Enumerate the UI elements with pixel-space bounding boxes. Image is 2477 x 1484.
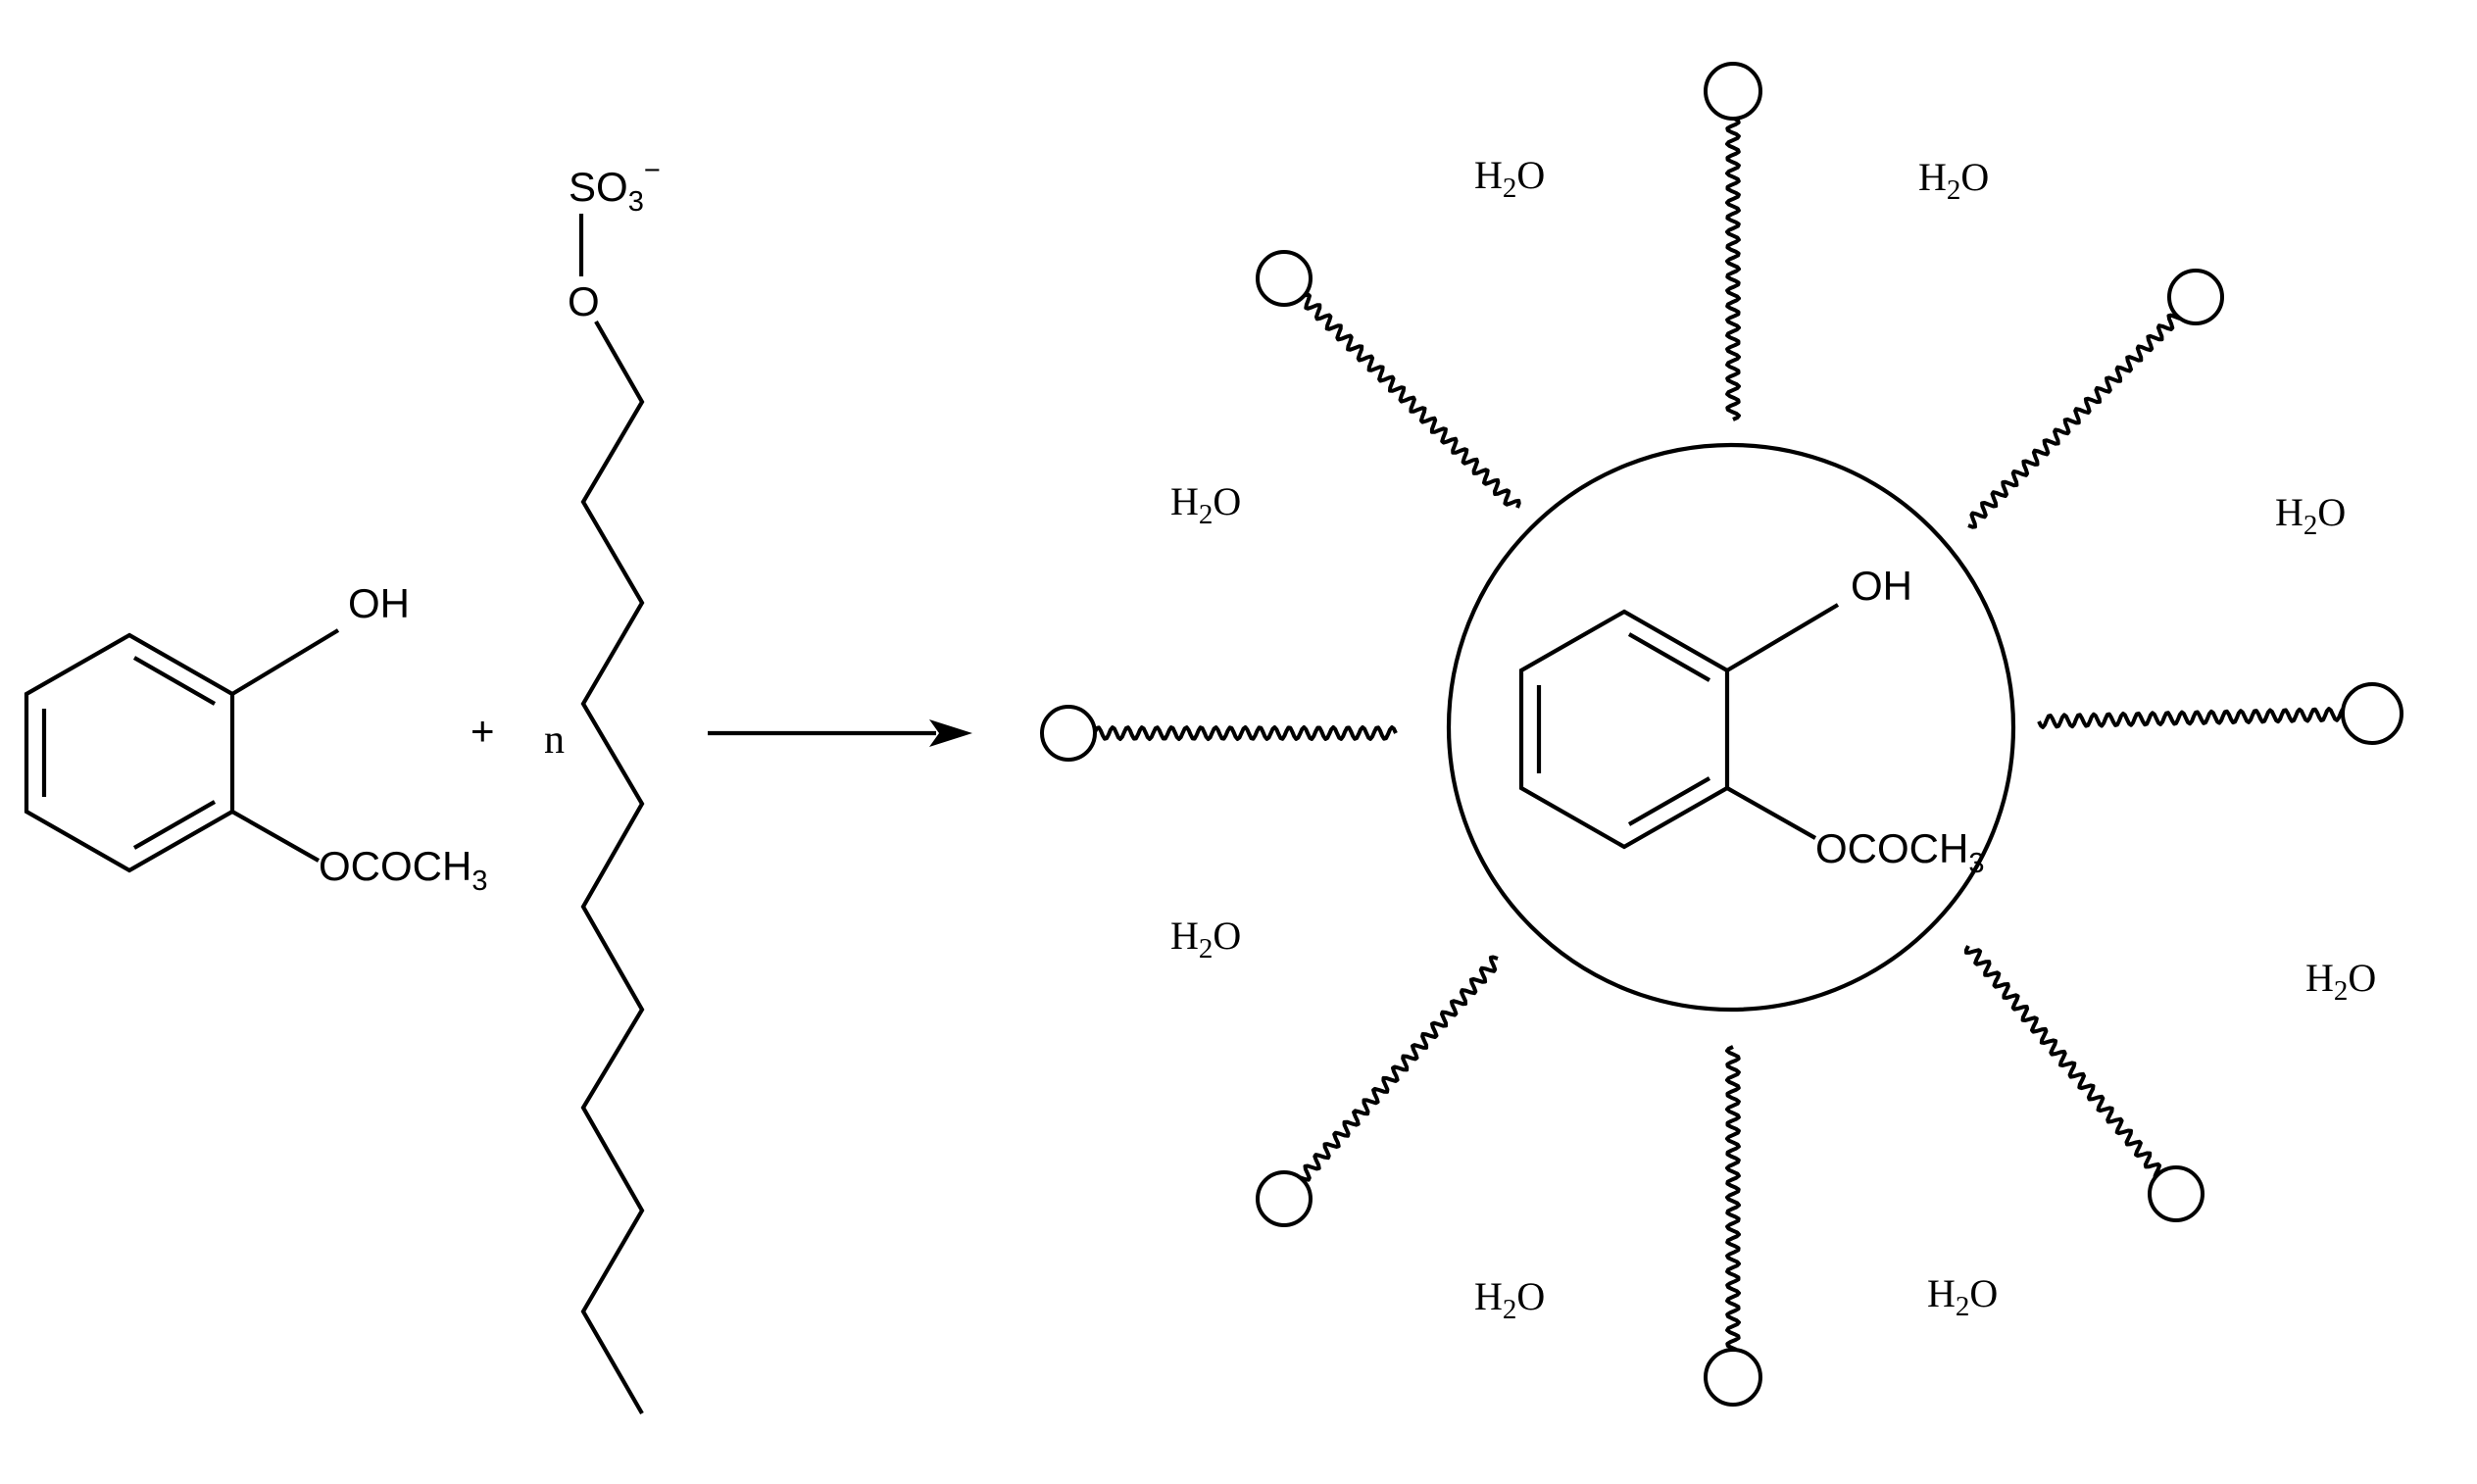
hydrophilic-head	[1704, 62, 1762, 121]
water-label: H2O	[1170, 479, 1241, 530]
hydrophilic-head	[2148, 1165, 2205, 1222]
surfactant-group	[1040, 62, 2403, 1407]
sulfonate-label: SO3−	[569, 155, 661, 218]
water-labels: H2O H2O H2O H2O H2O H2O H2O H2O	[1170, 153, 2376, 1325]
hydrophobic-tail	[1093, 725, 1398, 741]
repeat-count-label: n	[544, 717, 565, 763]
hydrophobic-tail	[1299, 955, 1499, 1182]
surfactant-molecule	[1040, 705, 1398, 762]
alkyl-chain	[580, 320, 645, 1415]
surfactant-molecule	[1256, 955, 1499, 1227]
surfactant-molecule	[1963, 945, 2205, 1222]
reactant-alkyl-sulfate: SO3− O	[568, 155, 661, 1415]
hydrophilic-head	[2167, 269, 2224, 325]
ring-double-bond	[132, 800, 217, 850]
surfactant-molecule	[1256, 250, 1521, 509]
hydroxyl-bond	[1725, 603, 1840, 672]
hydrophobic-tail	[1725, 1045, 1741, 1352]
benzene-ring	[1518, 609, 1730, 850]
surfactant-molecule	[1704, 1045, 1762, 1407]
hydroxyl-bond	[230, 628, 340, 696]
encapsulated-phenol-acetate: OH OCOCH3	[1518, 563, 1984, 879]
water-label: H2O	[2275, 490, 2346, 541]
acetoxy-label: OCOCH3	[1815, 825, 1984, 879]
hydrophobic-tail	[2037, 707, 2345, 729]
water-label: H2O	[1474, 1274, 1545, 1325]
surfactant-molecule	[2037, 682, 2403, 745]
water-label: H2O	[1927, 1271, 1998, 1322]
acetoxy-bond	[230, 810, 321, 863]
hydrophilic-head	[1256, 250, 1313, 307]
plus-sign: +	[471, 708, 495, 754]
benzene-ring	[24, 632, 235, 873]
water-label: H2O	[1170, 914, 1241, 965]
reactant-phenol-acetate: OH OCOCH3	[24, 580, 487, 897]
surfactant-molecule	[1704, 62, 1762, 421]
hydrophobic-tail	[1725, 117, 1741, 421]
surfactant-molecule	[1967, 269, 2224, 529]
ring-double-bond	[132, 656, 217, 706]
water-label: H2O	[2305, 956, 2376, 1007]
hydrophilic-head	[1040, 705, 1097, 762]
hydrophobic-tail	[1303, 292, 1521, 509]
hydroxyl-label: OH	[348, 580, 410, 626]
hydrophilic-head	[1256, 1170, 1313, 1227]
ester-oxygen-label: O	[568, 278, 600, 324]
water-label: H2O	[1918, 155, 1989, 206]
acetoxy-label: OCOCH3	[319, 843, 487, 897]
water-label: H2O	[1474, 153, 1545, 204]
ring-double-bond	[1627, 776, 1711, 826]
micelle-core	[1446, 442, 2016, 1013]
acetoxy-bond	[1725, 786, 1817, 840]
hydrophilic-head	[2341, 682, 2403, 745]
ring-double-bond	[1627, 632, 1711, 682]
micelle: OH OCOCH3	[1040, 62, 2403, 1407]
hydroxyl-label: OH	[1851, 563, 1912, 609]
reaction-arrow	[708, 719, 972, 747]
hydrophobic-tail	[1963, 945, 2162, 1178]
hydrophobic-tail	[1967, 313, 2181, 529]
hydrophilic-head	[1704, 1348, 1762, 1407]
